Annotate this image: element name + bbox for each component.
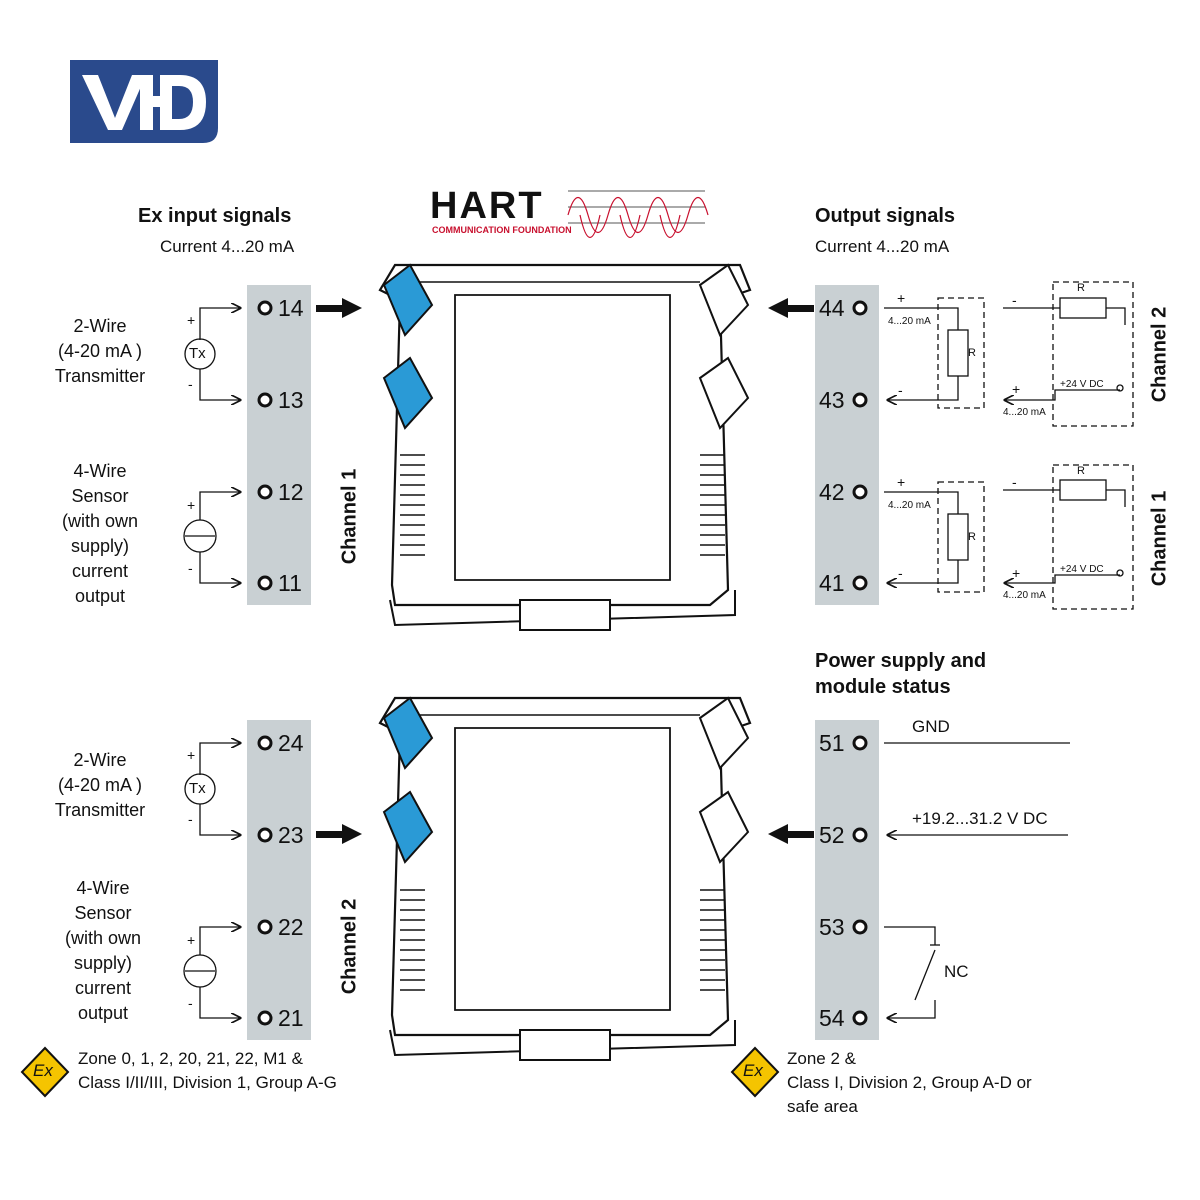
terminal-11: 11	[278, 570, 302, 596]
terminal-circles	[257, 300, 868, 1026]
terminal-strip-in-ch1	[247, 285, 311, 605]
terminal-strip-out	[815, 285, 879, 605]
ex-symbol-left-text: Ex	[33, 1061, 53, 1080]
terminal-51: 51	[819, 730, 845, 756]
loop-label-ch1-a: 4...20 mA	[888, 500, 931, 511]
terminal-41: 41	[819, 570, 845, 596]
channel-2-label-output: Channel 2	[1148, 306, 1171, 403]
terminal-strip-in-ch2	[247, 720, 311, 1040]
loop-label-ch1-b: 4...20 mA	[1003, 590, 1046, 601]
gnd-label: GND	[912, 717, 950, 736]
terminal-14: 14	[278, 295, 304, 321]
signal-arrows	[316, 298, 814, 844]
power-heading-2: module status	[815, 676, 951, 698]
hart-logo-subtitle: COMMUNICATION FOUNDATION	[432, 225, 572, 235]
supply-label-ch2: +24 V DC	[1060, 379, 1104, 390]
terminal-43: 43	[819, 387, 845, 413]
two-wire-transmitter-ch1: 2-Wire(4-20 mA )Transmitter	[54, 316, 146, 386]
output-wiring	[884, 281, 1134, 610]
channel-2-label-input: Channel 2	[338, 898, 361, 995]
ex-symbol-right	[730, 1046, 780, 1098]
terminal-53: 53	[819, 914, 845, 940]
input-ch2-wiring	[183, 743, 240, 1018]
terminal-24: 24	[278, 730, 304, 756]
hart-logo-title: HART	[430, 185, 544, 227]
output-heading: Output signals	[815, 205, 955, 227]
supply-label-ch1: +24 V DC	[1060, 564, 1104, 575]
tx-label-ch1: Tx	[189, 345, 206, 362]
hart-logo-wave	[567, 190, 709, 238]
channel-1-label-input: Channel 1	[338, 468, 361, 565]
terminal-12: 12	[278, 479, 304, 505]
device-housing-top	[378, 263, 752, 631]
channel-1-label-output: Channel 1	[1148, 490, 1171, 587]
input-subheading: Current 4...20 mA	[160, 237, 295, 256]
power-wiring	[884, 742, 1070, 1018]
terminal-54: 54	[819, 1005, 845, 1031]
terminal-21: 21	[278, 1005, 304, 1031]
terminal-44: 44	[819, 295, 845, 321]
nc-label: NC	[944, 962, 969, 981]
loop-label-ch2-b: 4...20 mA	[1003, 407, 1046, 418]
power-heading-1: Power supply and	[815, 650, 987, 672]
vhd-logo	[70, 60, 218, 143]
device-housing-bottom	[378, 696, 752, 1061]
ex-symbol-left	[20, 1046, 70, 1098]
terminal-strip-power	[815, 720, 879, 1040]
terminal-42: 42	[819, 479, 845, 505]
ex-symbol-right-text: Ex	[743, 1061, 763, 1080]
ex-approval-left: Zone 0, 1, 2, 20, 21, 22, M1 &Class I/II…	[78, 1049, 337, 1092]
two-wire-transmitter-ch2: 2-Wire(4-20 mA )Transmitter	[54, 750, 146, 820]
loop-label-ch2-a: 4...20 mA	[888, 316, 931, 327]
output-subheading: Current 4...20 mA	[815, 237, 950, 256]
terminal-22: 22	[278, 914, 304, 940]
input-ch1-wiring	[183, 308, 240, 583]
ex-approval-right: Zone 2 &Class I, Division 2, Group A-D o…	[787, 1049, 1032, 1116]
terminal-23: 23	[278, 822, 304, 848]
supply-label: +19.2...31.2 V DC	[912, 809, 1048, 828]
terminal-52: 52	[819, 822, 845, 848]
input-heading: Ex input signals	[138, 205, 292, 227]
terminal-13: 13	[278, 387, 304, 413]
tx-label-ch2: Tx	[189, 780, 206, 797]
